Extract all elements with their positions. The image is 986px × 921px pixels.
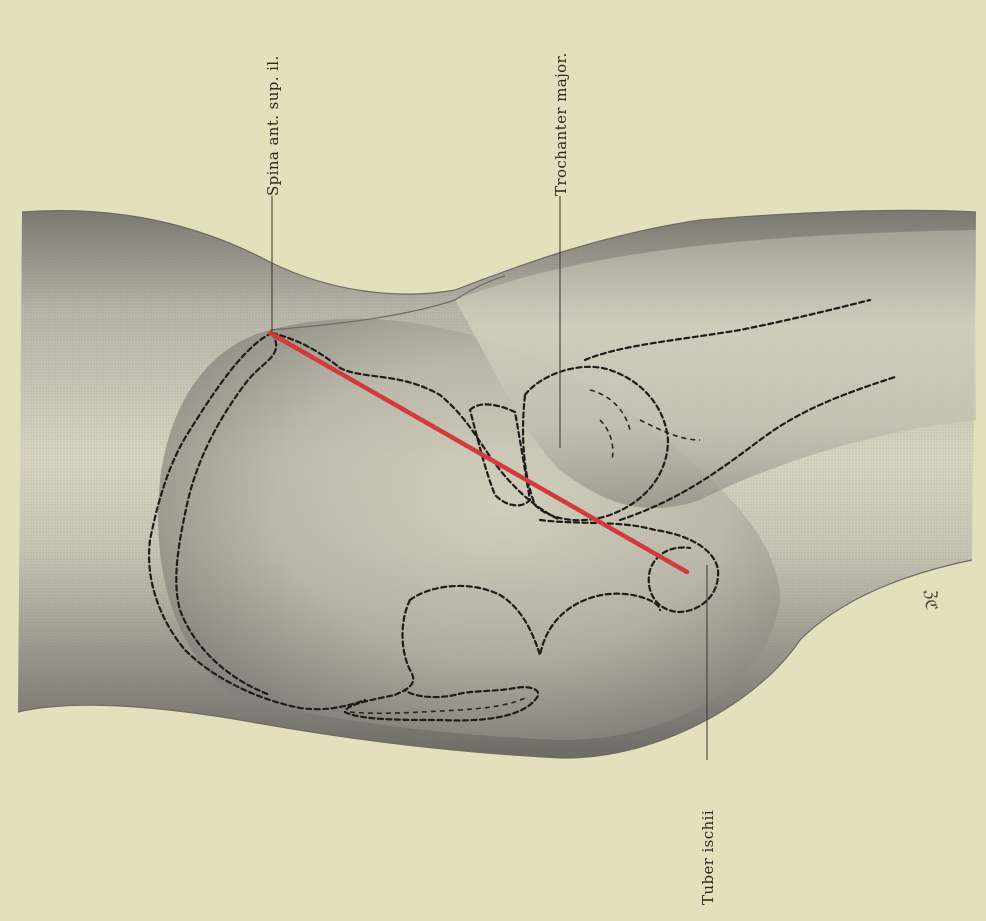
artist-monogram: ℨℭ: [922, 589, 941, 610]
tuber-label: Tuber ischii: [699, 810, 717, 905]
trochanter-label: Trochanter major.: [552, 52, 570, 196]
spina-label: Spina ant. sup. il.: [264, 55, 282, 196]
